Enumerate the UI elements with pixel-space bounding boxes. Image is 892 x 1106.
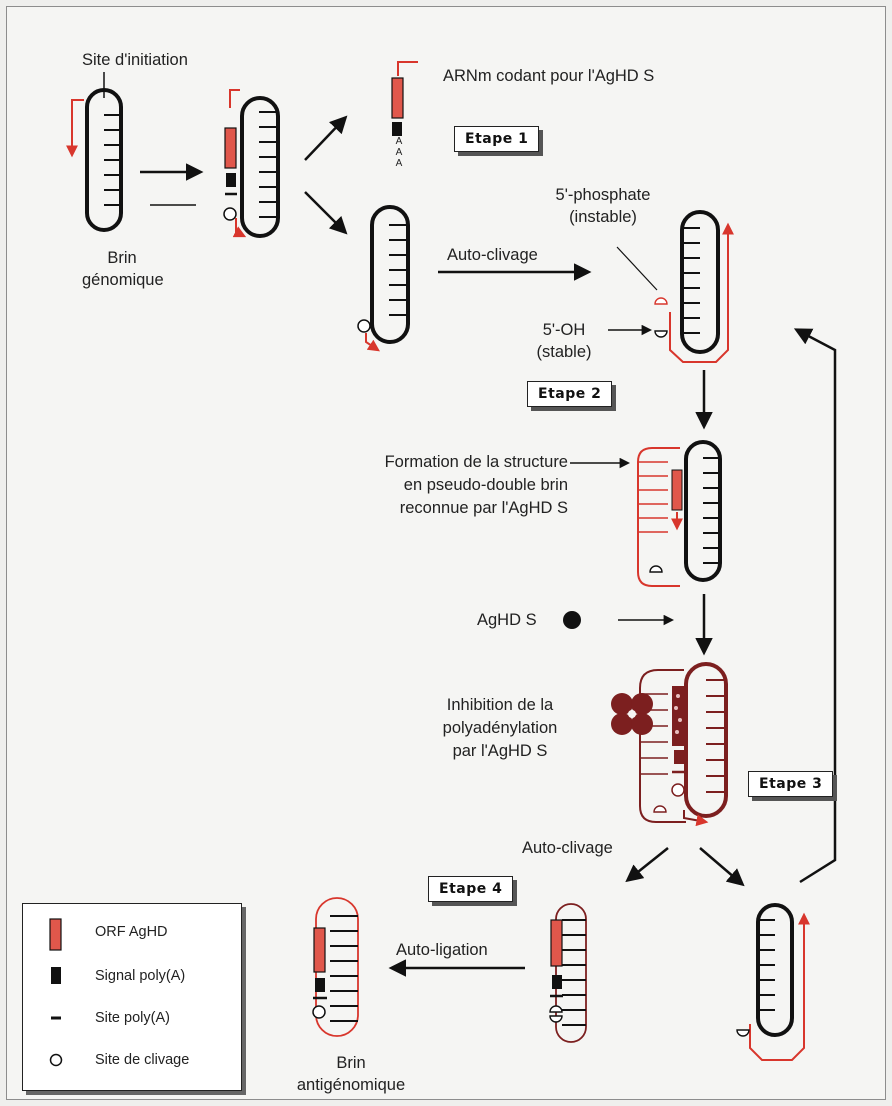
label-autoligation: Auto-ligation — [396, 941, 488, 959]
stage-2-box: Etape 2 — [527, 381, 613, 407]
legend-item-orf: ORF AgHD — [23, 918, 241, 951]
arrow-to-mrna — [304, 115, 348, 161]
label-polya-tail: A A A — [395, 136, 403, 169]
aghd-s-protein-dot — [563, 611, 581, 629]
preligation-strand — [549, 903, 587, 1043]
bottom-right-strand — [736, 903, 810, 1061]
label-mrna: ARNm codant pour l'AgHD S — [443, 67, 655, 85]
legend-box: ORF AgHD Signal poly(A) Site poly(A) Sit… — [22, 903, 242, 1091]
legend-item-polya-site: Site poly(A) — [23, 1008, 241, 1032]
label-pseudo-double-strand: Formation de la structure en pseudo-doub… — [384, 453, 568, 517]
label-aghd-s: AgHD S — [477, 611, 537, 629]
arrow-return-to-stage2 — [793, 328, 837, 884]
stage-4-box: Etape 4 — [428, 876, 514, 902]
label-5-phosphate: 5'-phosphate (instable) — [555, 186, 651, 226]
cleaved-strand — [608, 210, 734, 363]
label-5-oh: 5'-OH (stable) — [536, 321, 592, 361]
stage-1-box: Etape 1 — [454, 126, 540, 152]
pseudo-double-strand — [570, 440, 722, 587]
cleavage-site-swatch — [49, 1053, 63, 1067]
transcription-complex — [223, 89, 280, 238]
polya-signal-swatch — [51, 967, 61, 984]
genomic-strand-capsule — [66, 72, 123, 232]
polya-site-swatch — [51, 1016, 61, 1020]
aghd-s-clover — [611, 693, 653, 735]
legend-item-cleavage-site: Site de clivage — [23, 1050, 241, 1074]
precleavage-strand — [357, 205, 410, 352]
stage-3-box: Etape 3 — [748, 771, 834, 797]
label-autocleavage-2: Auto-clivage — [522, 839, 613, 857]
legend-label-polya-site: Site poly(A) — [95, 1010, 170, 1026]
arrow-autocleavage-2-right — [699, 847, 745, 887]
arrow-autocleavage-2-left — [625, 847, 669, 883]
mrna-strand — [391, 61, 418, 136]
arrow-to-cleavage — [304, 191, 348, 235]
label-antigenomic-strand: Brin antigénomique — [296, 1054, 406, 1094]
label-autocleavage-1: Auto-clivage — [447, 246, 538, 264]
legend-label-polya-signal: Signal poly(A) — [95, 968, 186, 984]
label-initiation-site: Site d'initiation — [82, 51, 188, 69]
label-inhibition: Inhibition de la polyadénylation par l'A… — [442, 696, 558, 760]
antigenomic-strand — [312, 897, 359, 1037]
legend-label-cleavage-site: Site de clivage — [95, 1052, 190, 1068]
legend-item-polya-signal: Signal poly(A) — [23, 966, 241, 990]
orf-swatch — [49, 918, 62, 951]
legend-label-orf: ORF AgHD — [95, 924, 168, 940]
inhibition-complex — [611, 662, 728, 827]
label-genomic-strand: Brin génomique — [82, 249, 164, 289]
